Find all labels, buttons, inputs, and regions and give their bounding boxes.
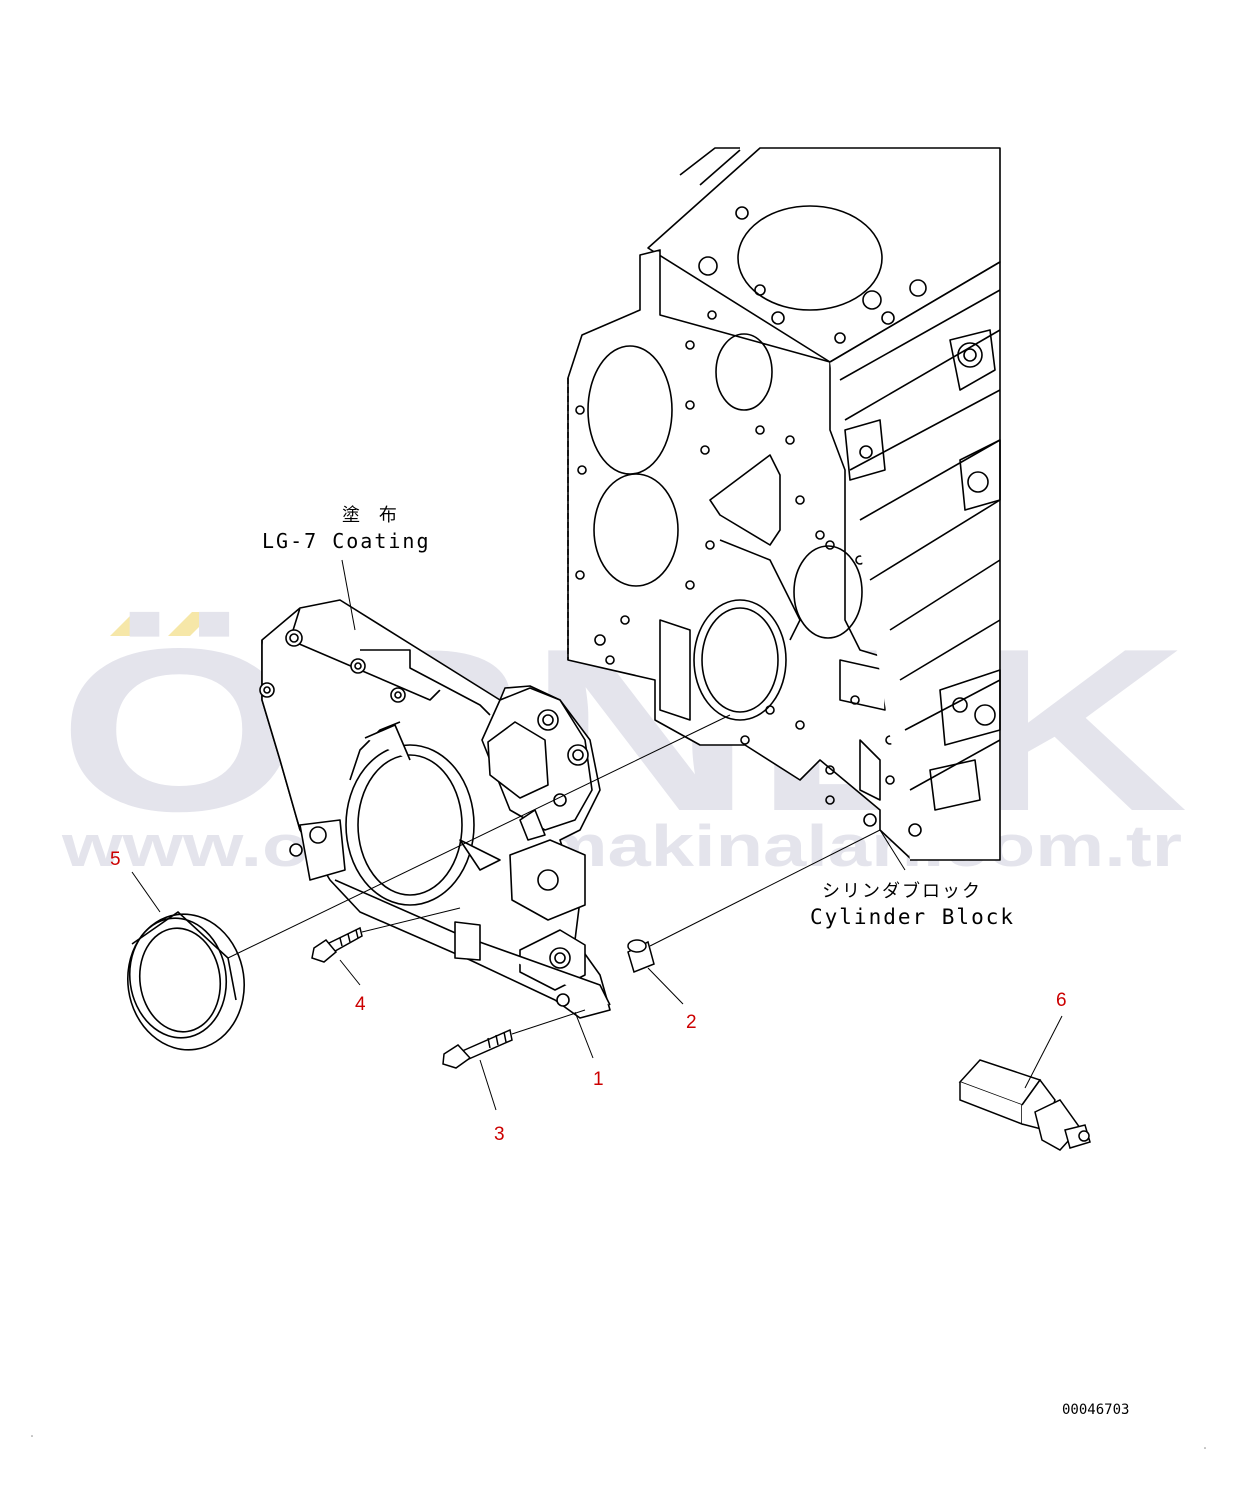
leader-lines xyxy=(131,559,1063,1111)
watermark-umlaut-right xyxy=(168,612,214,636)
coating-note-en: LG-7 Coating xyxy=(262,529,431,553)
callout-4[interactable]: 4 xyxy=(355,994,366,1015)
callout-5[interactable]: 5 xyxy=(110,849,121,870)
callout-2[interactable]: 2 xyxy=(686,1012,697,1033)
callout-1[interactable]: 1 xyxy=(593,1069,604,1090)
gear-case xyxy=(259,599,611,1019)
watermark-url: www.ornekismakinalari.com.tr xyxy=(61,814,1182,879)
sensor-part-6 xyxy=(958,1059,1091,1151)
dowel-pin xyxy=(627,939,655,974)
coating-note-jp: 塗 布 xyxy=(342,504,401,526)
cylinder-block-label-jp: シリンダブロック xyxy=(822,880,982,902)
watermark-umlaut-left xyxy=(110,612,158,636)
cylinder-block-label-en: Cylinder Block xyxy=(810,905,1015,929)
cylinder-block xyxy=(567,147,1001,861)
callout-3[interactable]: 3 xyxy=(494,1124,505,1145)
callout-6[interactable]: 6 xyxy=(1056,990,1067,1011)
drawing-number: 00046703 xyxy=(1062,1402,1129,1418)
bolt-part-3 xyxy=(442,1028,513,1069)
corner-speck-right xyxy=(1204,1447,1206,1449)
corner-speck-left xyxy=(31,1435,33,1437)
bolt-part-4 xyxy=(311,926,363,963)
oil-seal xyxy=(126,910,246,1051)
callout-numbers: 1 2 3 4 5 6 xyxy=(110,849,1067,1145)
